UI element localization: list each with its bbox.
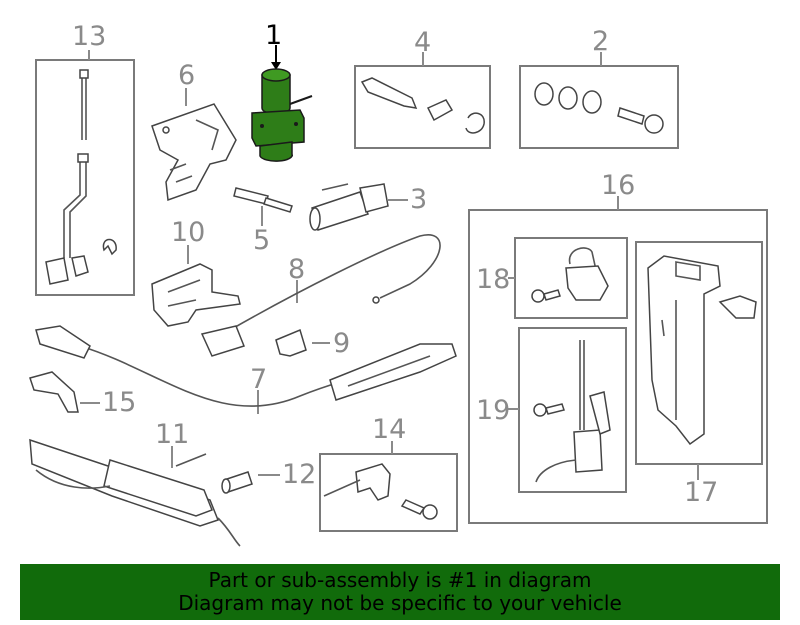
part-4-kit[interactable] — [360, 77, 485, 134]
part-11-actuator[interactable] — [29, 438, 241, 547]
part-6-bracket[interactable] — [151, 103, 237, 202]
group-box-14 — [319, 453, 458, 532]
part-1-pump-motor[interactable] — [251, 45, 313, 162]
callout-7: 7 — [250, 364, 268, 395]
part-14-bracket[interactable] — [323, 463, 438, 520]
callout-1: 1 — [265, 20, 283, 51]
banner-line-2: Diagram may not be specific to your vehi… — [178, 591, 622, 615]
callout-11: 11 — [155, 419, 190, 450]
part-13-shift-lever[interactable] — [45, 69, 117, 285]
part-12-pin[interactable] — [221, 471, 253, 494]
part-3-motor[interactable] — [309, 183, 389, 231]
group-box-4 — [354, 65, 491, 149]
part-7-cable[interactable] — [35, 325, 457, 407]
part-17-housing[interactable] — [647, 255, 757, 446]
callout-2: 2 — [592, 26, 610, 57]
callout-10: 10 — [171, 217, 206, 248]
callout-18: 18 — [476, 264, 511, 295]
parts-diagram — [29, 45, 768, 547]
callout-5: 5 — [253, 225, 271, 256]
callout-16: 16 — [601, 170, 636, 201]
info-banner: Part or sub-assembly is #1 in diagram Di… — [20, 564, 780, 620]
callout-8: 8 — [288, 254, 306, 285]
group-box-13 — [35, 59, 135, 296]
part-19-actuator[interactable] — [533, 340, 611, 483]
part-2-seal-kit[interactable] — [534, 82, 664, 134]
group-box-16 — [468, 209, 768, 524]
callout-12: 12 — [282, 459, 317, 490]
part-5-pin[interactable] — [233, 187, 293, 213]
part-9-clip[interactable] — [275, 328, 307, 357]
part-18-sensor[interactable] — [531, 247, 609, 303]
banner-line-1: Part or sub-assembly is #1 in diagram — [208, 568, 592, 592]
callout-19: 19 — [476, 395, 511, 426]
callout-9: 9 — [333, 328, 351, 359]
callout-17: 17 — [684, 477, 719, 508]
part-15-bracket[interactable] — [29, 371, 79, 413]
part-10-bracket[interactable] — [151, 263, 241, 327]
callout-14: 14 — [372, 414, 407, 445]
group-box-2 — [519, 65, 679, 149]
callout-4: 4 — [414, 27, 432, 58]
part-8-cable[interactable] — [200, 234, 441, 357]
callout-15: 15 — [102, 387, 137, 418]
leader-lines — [80, 50, 699, 480]
callout-6: 6 — [178, 60, 196, 91]
callout-3: 3 — [410, 184, 428, 215]
callout-13: 13 — [72, 21, 107, 52]
